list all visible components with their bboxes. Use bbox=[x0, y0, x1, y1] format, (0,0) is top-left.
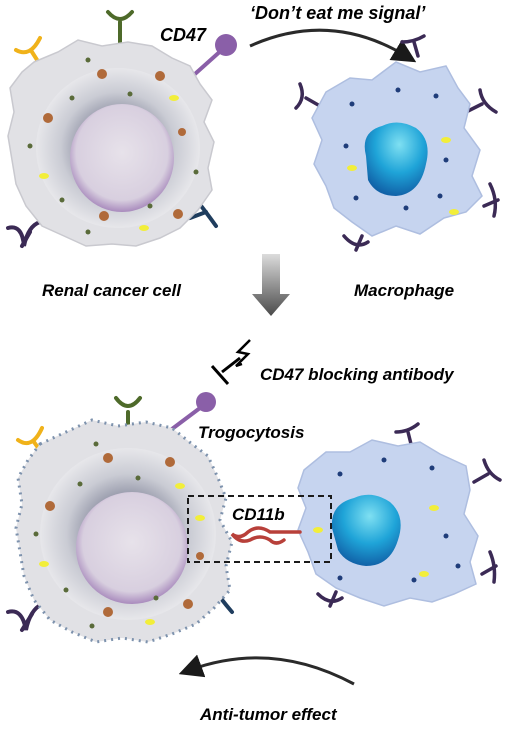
renal-cancer-cell-top bbox=[6, 10, 237, 248]
contact-zone-box bbox=[187, 495, 332, 563]
nucleus-top bbox=[70, 104, 174, 212]
receptor-violet-mac3 bbox=[482, 182, 500, 218]
nucleus-bottom bbox=[76, 492, 188, 604]
receptor-violet-mac5 bbox=[400, 34, 426, 58]
curved-arrow-icon bbox=[249, 28, 417, 63]
receptor-violet-macb3 bbox=[480, 550, 498, 584]
label-anti-tumor-effect: Anti-tumor effect bbox=[200, 705, 337, 724]
receptor-violet-top bbox=[6, 220, 42, 248]
cd11b-receptor bbox=[230, 526, 302, 545]
renal-cancer-cell-bottom bbox=[6, 392, 234, 644]
receptor-violet-mac4 bbox=[342, 234, 370, 252]
receptor-violet-bottom bbox=[6, 602, 44, 632]
label-renal-cancer-cell: Renal cancer cell bbox=[42, 281, 181, 300]
label-trogocytosis: Trogocytosis bbox=[198, 423, 305, 442]
macrophage-granules-top bbox=[343, 87, 459, 215]
granules-top bbox=[27, 57, 199, 235]
label-cd11b: CD11b bbox=[232, 505, 285, 524]
curved-arrow-bottom-icon bbox=[178, 654, 355, 686]
down-arrow-icon bbox=[252, 254, 290, 316]
receptor-violet-macb4 bbox=[316, 590, 344, 608]
label-macrophage: Macrophage bbox=[354, 281, 455, 300]
cd47-ligand-bottom bbox=[166, 392, 216, 434]
label-cd47-top: CD47 bbox=[160, 25, 207, 45]
lightning-icon bbox=[210, 339, 251, 385]
macrophage-bottom bbox=[297, 422, 502, 608]
macrophage-top bbox=[294, 34, 500, 252]
macrophage-granules-bottom bbox=[313, 457, 461, 583]
receptor-violet-mac2 bbox=[464, 88, 498, 114]
granules-bottom bbox=[33, 441, 205, 629]
label-dont-eat-me: ‘Don’t eat me signal’ bbox=[250, 3, 426, 23]
receptor-violet-macb2 bbox=[472, 458, 502, 484]
label-blocking-antibody: CD47 blocking antibody bbox=[260, 365, 454, 384]
receptor-violet-mac1 bbox=[294, 82, 322, 110]
macrophage-nucleus-bottom bbox=[331, 494, 401, 566]
macrophage-nucleus-top bbox=[364, 122, 428, 196]
